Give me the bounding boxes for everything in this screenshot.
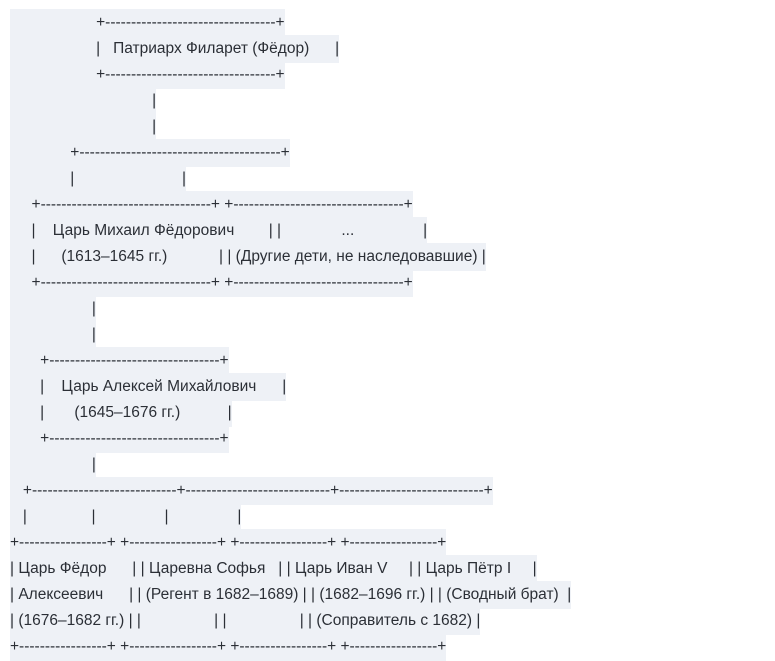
ascii-line-text: +---------------------------------+: [10, 9, 285, 37]
ascii-line: |: [0, 451, 775, 479]
ascii-line: | Патриарх Филарет (Фёдор) |: [0, 35, 775, 63]
ascii-line-text: +---------------------------------+ +---…: [10, 191, 413, 219]
ascii-line-text: +---------------------------------------…: [10, 139, 290, 167]
ascii-line: +----------------------------+----------…: [0, 477, 775, 505]
ascii-line-text: | (1613–1645 гг.) | | (Другие дети, не н…: [10, 243, 486, 271]
ascii-line: | | | |: [0, 503, 775, 531]
ascii-line-text: | (1676–1682 гг.) | | | | | | (Соправите…: [10, 607, 481, 635]
ascii-line-text: | Алексеевич | | (Регент в 1682–1689) | …: [10, 581, 572, 609]
ascii-line-text: | Царь Михаил Фёдорович | | ... |: [10, 217, 428, 245]
ascii-line-text: |: [10, 295, 96, 323]
ascii-line-text: | |: [10, 165, 187, 193]
ascii-line: +---------------------------------------…: [0, 139, 775, 167]
ascii-line: | Царь Фёдор | | Царевна Софья | | Царь …: [0, 555, 775, 583]
ascii-line: | (1676–1682 гг.) | | | | | | (Соправите…: [0, 607, 775, 635]
ascii-line-text: | Патриарх Филарет (Фёдор) |: [10, 35, 340, 63]
ascii-line: | |: [0, 165, 775, 193]
ascii-line: +---------------------------------+: [0, 61, 775, 89]
ascii-line: | (1645–1676 гг.) |: [0, 399, 775, 427]
ascii-line-text: +-----------------+ +-----------------+ …: [10, 633, 447, 661]
ascii-line: |: [0, 295, 775, 323]
ascii-line-text: |: [10, 87, 157, 115]
ascii-line-text: | | | |: [10, 503, 242, 531]
ascii-line: | Алексеевич | | (Регент в 1682–1689) | …: [0, 581, 775, 609]
ascii-line: +-----------------+ +-----------------+ …: [0, 529, 775, 557]
ascii-line: |: [0, 113, 775, 141]
ascii-line: +---------------------------------+: [0, 347, 775, 375]
ascii-line-text: | Царь Фёдор | | Царевна Софья | | Царь …: [10, 555, 537, 583]
ascii-line: | Царь Михаил Фёдорович | | ... |: [0, 217, 775, 245]
ascii-line-text: +---------------------------------+: [10, 61, 285, 89]
ascii-line-text: |: [10, 451, 96, 479]
ascii-line: |: [0, 87, 775, 115]
ascii-line-text: | Царь Алексей Михайлович |: [10, 373, 287, 401]
ascii-line-text: +---------------------------------+: [10, 347, 229, 375]
ascii-line-text: +---------------------------------+ +---…: [10, 269, 413, 297]
ascii-line: +---------------------------------+ +---…: [0, 269, 775, 297]
ascii-line: +---------------------------------+: [0, 425, 775, 453]
ascii-line-text: |: [10, 321, 96, 349]
ascii-line-text: +----------------------------+----------…: [10, 477, 493, 505]
ascii-line: |: [0, 321, 775, 349]
ascii-line-text: +-----------------+ +-----------------+ …: [10, 529, 447, 557]
ascii-line: +---------------------------------+ +---…: [0, 191, 775, 219]
ascii-line: +---------------------------------+: [0, 9, 775, 37]
ascii-line: +-----------------+ +-----------------+ …: [0, 633, 775, 661]
ascii-line: | (1613–1645 гг.) | | (Другие дети, не н…: [0, 243, 775, 271]
ascii-line-text: +---------------------------------+: [10, 425, 229, 453]
ascii-line-text: | (1645–1676 гг.) |: [10, 399, 232, 427]
ascii-line-text: |: [10, 113, 157, 141]
ascii-line: | Царь Алексей Михайлович |: [0, 373, 775, 401]
